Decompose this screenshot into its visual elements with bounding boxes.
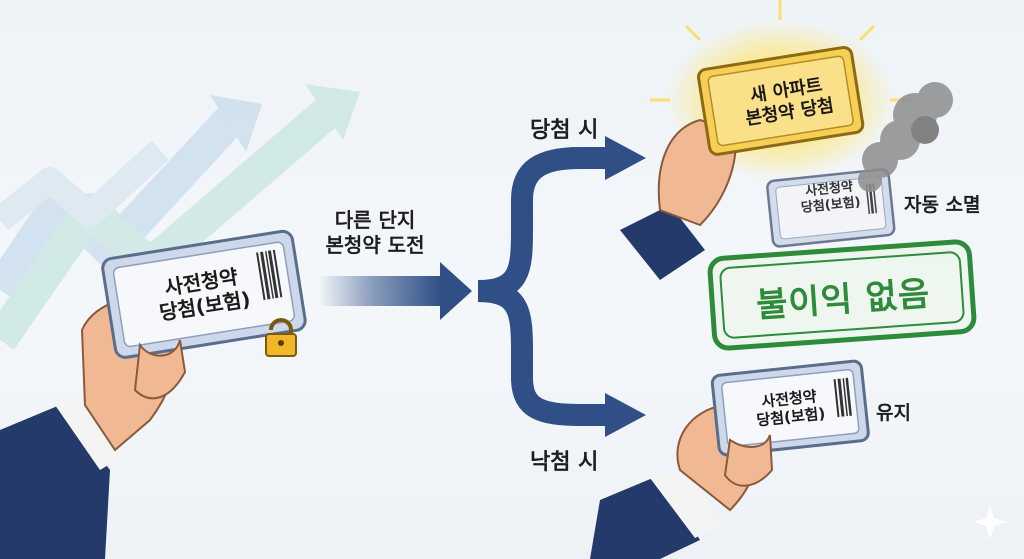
trend-arrow-icon <box>0 84 360 350</box>
lock-icon <box>265 318 297 357</box>
challenge-label: 다른 단지 본청약 도전 <box>300 208 450 258</box>
expired-ticket <box>766 168 896 248</box>
lose-branch-label: 낙첨 시 <box>530 450 599 475</box>
barcode-icon <box>256 249 283 301</box>
win-arrow-head <box>605 136 646 180</box>
sparkle-icon <box>973 505 1007 539</box>
keep-label: 유지 <box>876 402 911 424</box>
kept-ticket <box>710 359 870 457</box>
progress-arrow <box>318 262 472 320</box>
challenge-line2: 본청약 도전 <box>325 233 425 257</box>
win-branch-label: 당첨 시 <box>530 118 599 143</box>
no-loss-stamp <box>707 239 977 351</box>
barcode-icon <box>833 377 852 418</box>
challenge-line1: 다른 단지 <box>334 208 416 232</box>
lose-arrow-head <box>605 393 646 437</box>
branch-arrows <box>477 147 608 426</box>
gold-ticket <box>697 45 865 156</box>
expire-label: 자동 소멸 <box>904 194 981 216</box>
main-ticket <box>101 229 307 359</box>
smoke-icon <box>858 82 953 192</box>
